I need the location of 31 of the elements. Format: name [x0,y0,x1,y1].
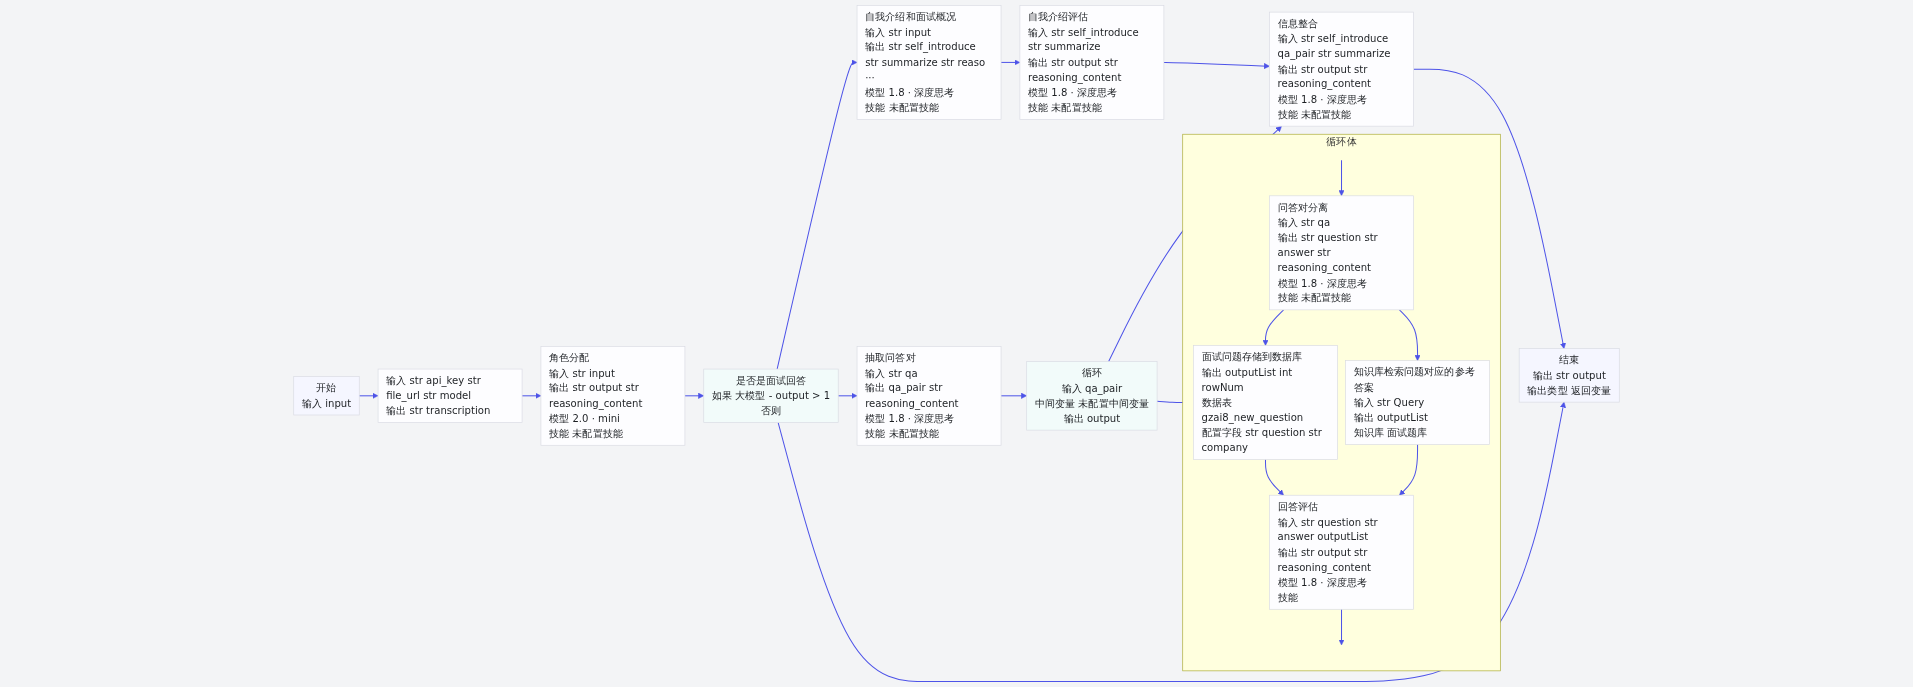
node-box: 知识库检索问题对应的参考答案 输入 str Query 输出 outputList 知识库 面试题库 [1345,360,1490,445]
node-box: 循环 输入 qa_pair 中间变量 未配置中间变量 输出 output [1026,361,1158,431]
arrow [837,392,858,399]
node-box: 抽取问答对 输入 str qa 输出 qa_pair str reasoning_content 模型 1.8 · 深度思考 技能 未配置技能 [856,346,1002,446]
arrow [1338,608,1345,646]
arrow [1163,61,1270,69]
arrow [1000,59,1021,66]
node-box: 回答评估 输入 str question str answer outputList 输出 str output str reasoning_content 模型 1.8 · 深度思考 技能 [1269,494,1414,610]
node-box: 自我介绍评估 输入 str self_introduce str summarize 输出 str output str reasoning_content 模型 1.8 · 深度思考 技能 未配置技能 [1019,5,1165,120]
arrow [1000,392,1027,399]
arrow [777,401,1566,683]
arrow [1413,68,1566,349]
node-box: 面试问题存储到数据库 输出 outputList int rowNum 数据表 gzai8_new_question 配置字段 str question str company [1193,345,1338,460]
node-box: 信息整合 输入 str self_introduce qa_pair str summarize 输出 str output str reasoning_content 模型 1.8 · 深度思考 技能 未配置技能 [1269,11,1414,127]
arrow [776,59,858,370]
node-box: 自我介绍和面试概况 输入 str input 输出 str self_introduce str summarize str reaso ··· 模型 1.8 · 深度思考 技能 未配置技能 [856,5,1002,120]
arrow [1265,459,1284,496]
node-box: 角色分配 输入 str input 输出 str output str reasoning_content 模型 2.0 · mini 技能 未配置技能 [540,346,686,446]
arrow [1398,309,1421,361]
node-box: 问答对分离 输入 str qa 输出 str question str answer str reasoning_content 模型 1.8 · 深度思考 技能 未配置技能 [1269,195,1414,311]
arrow [521,392,542,399]
arrow [1262,309,1285,346]
arrow [684,392,704,399]
node-box: 结束 输出 str output 输出类型 返回变量 [1518,348,1620,403]
node-box: 输入 str api_key str file_url str model 输出 str transcription [377,368,523,423]
node-box: 开始 输入 input [293,376,360,416]
connector [1156,400,1184,404]
arrow [1338,159,1345,197]
arrow [358,392,379,399]
arrow [1399,443,1419,496]
node-box: 是否是面试回答 如果 大模型 - output > 1 否则 [703,368,839,423]
